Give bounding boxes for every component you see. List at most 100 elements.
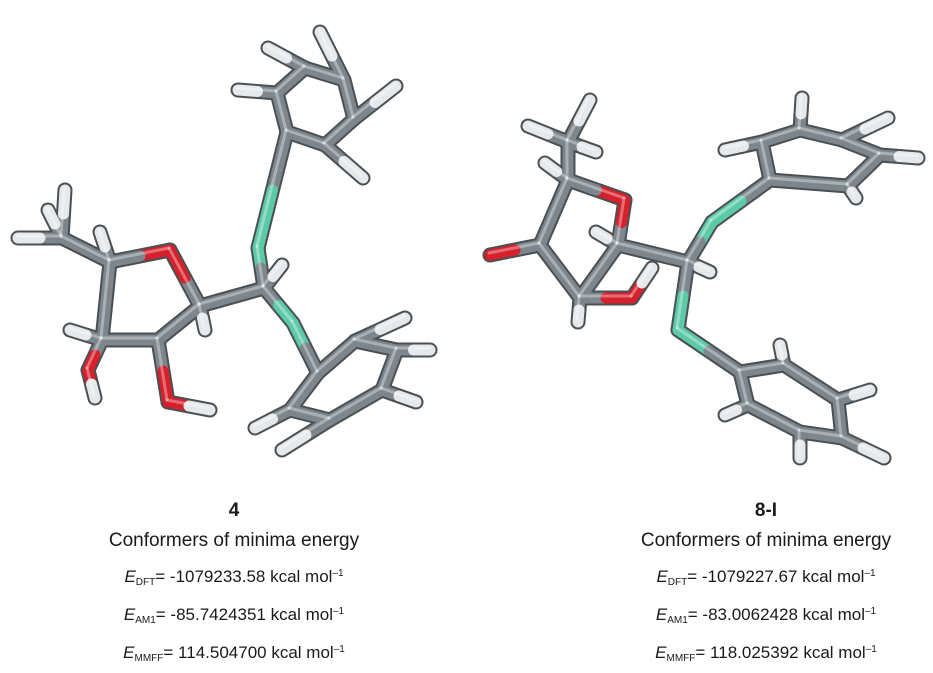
bond-highlight xyxy=(737,361,785,372)
bond-half xyxy=(267,259,288,282)
bond-highlight xyxy=(85,336,103,370)
bond-half xyxy=(795,92,808,120)
bond-half xyxy=(64,324,92,341)
bond-highlight xyxy=(709,176,771,222)
bond-highlight xyxy=(759,126,801,142)
bond-half xyxy=(672,324,715,357)
bond-highlight xyxy=(835,396,843,438)
bond-half xyxy=(734,366,750,394)
bond-half xyxy=(539,157,562,177)
bond-highlight xyxy=(845,151,881,186)
molecule-8-I-caption: 8-I Conformers of minima energy EDFT= -1… xyxy=(576,500,933,673)
bond-highlight xyxy=(685,218,713,262)
bond-half xyxy=(706,195,747,228)
bond-half xyxy=(719,404,742,421)
bond-highlight xyxy=(379,386,417,402)
molecule-4-model xyxy=(10,24,438,458)
bond-highlight xyxy=(593,228,619,245)
bond-highlight xyxy=(745,401,801,432)
bond-highlight xyxy=(290,319,319,373)
bond-half xyxy=(96,295,112,346)
energy-mmff: EMMFF= 118.025392 kcal mol–1 xyxy=(655,643,877,664)
bond-highlight xyxy=(525,122,569,142)
bond-highlight xyxy=(67,326,103,340)
bond-half xyxy=(548,174,574,218)
bond-highlight xyxy=(99,258,111,340)
bond-half xyxy=(86,378,101,404)
bond-half xyxy=(677,256,694,302)
bond-highlight xyxy=(797,126,843,140)
molecule-8-I-model xyxy=(482,90,926,466)
bond-half xyxy=(735,174,776,207)
bond-highlight xyxy=(629,264,653,298)
bond-highlight xyxy=(839,114,889,140)
bond-half xyxy=(846,186,862,204)
bond-highlight xyxy=(261,261,283,288)
bond-highlight xyxy=(542,159,569,180)
bond-highlight xyxy=(341,76,355,119)
bond-half xyxy=(484,244,521,261)
bond-highlight xyxy=(322,141,364,178)
bond-half xyxy=(226,282,270,303)
bond-half xyxy=(593,239,624,277)
bond-highlight xyxy=(167,246,201,306)
bond-highlight xyxy=(767,176,849,186)
molecule-scene xyxy=(10,24,926,466)
bond-half xyxy=(719,140,749,156)
bond-half xyxy=(183,400,216,416)
bond-highlight xyxy=(85,366,96,398)
bond-half xyxy=(267,126,293,196)
bond-half xyxy=(369,80,402,108)
bond-half xyxy=(100,256,116,307)
bond-highlight xyxy=(235,86,278,93)
bond-highlight xyxy=(327,386,383,420)
bond-half xyxy=(859,112,894,135)
caption-title: Conformers of minima energy xyxy=(640,530,892,551)
bond-half xyxy=(197,312,211,336)
bond-highlight xyxy=(155,302,201,340)
bond-half xyxy=(276,429,312,456)
bond-half xyxy=(298,367,324,397)
bond-highlight xyxy=(845,182,857,198)
bond-half xyxy=(42,204,61,230)
molecule-label: 8-I xyxy=(754,500,778,521)
bond-half xyxy=(338,156,369,184)
bond-highlight xyxy=(487,241,541,255)
bond-highlight xyxy=(315,337,356,373)
bond-half xyxy=(262,42,292,64)
bond-highlight xyxy=(287,406,331,420)
bond-highlight xyxy=(352,337,398,350)
bond-highlight xyxy=(317,28,345,80)
bond-highlight xyxy=(675,326,741,372)
bond-half xyxy=(393,390,422,408)
bond-half xyxy=(672,290,689,336)
bond-half xyxy=(572,304,585,328)
bond-highlight xyxy=(97,228,111,262)
bond-highlight xyxy=(197,302,206,330)
bond-highlight xyxy=(59,234,111,262)
bond-highlight xyxy=(777,341,785,365)
bond-highlight xyxy=(781,361,839,400)
bond-half xyxy=(58,184,71,220)
energy-am1: EAM1= -83.0062428 kcal mol–1 xyxy=(655,605,877,626)
bond-highlight xyxy=(839,136,881,155)
bond-highlight xyxy=(45,206,63,238)
bond-half xyxy=(703,345,746,378)
bond-half xyxy=(314,26,338,62)
bond-half xyxy=(803,177,854,192)
bond-highlight xyxy=(675,258,689,330)
bond-half xyxy=(636,262,658,289)
bond-highlight xyxy=(197,284,265,306)
bond-highlight xyxy=(322,115,355,145)
bond-half xyxy=(848,384,876,401)
energy-am1: EAM1= -85.7424351 kcal mol–1 xyxy=(123,605,345,626)
bond-highlight xyxy=(252,406,291,428)
bond-highlight xyxy=(537,241,581,298)
bond-half xyxy=(612,239,659,259)
bond-highlight xyxy=(351,82,397,119)
bond-half xyxy=(232,84,263,97)
bond-highlight xyxy=(261,284,294,323)
bond-highlight xyxy=(274,64,306,93)
bond-highlight xyxy=(759,138,771,180)
bond-highlight xyxy=(685,258,711,272)
